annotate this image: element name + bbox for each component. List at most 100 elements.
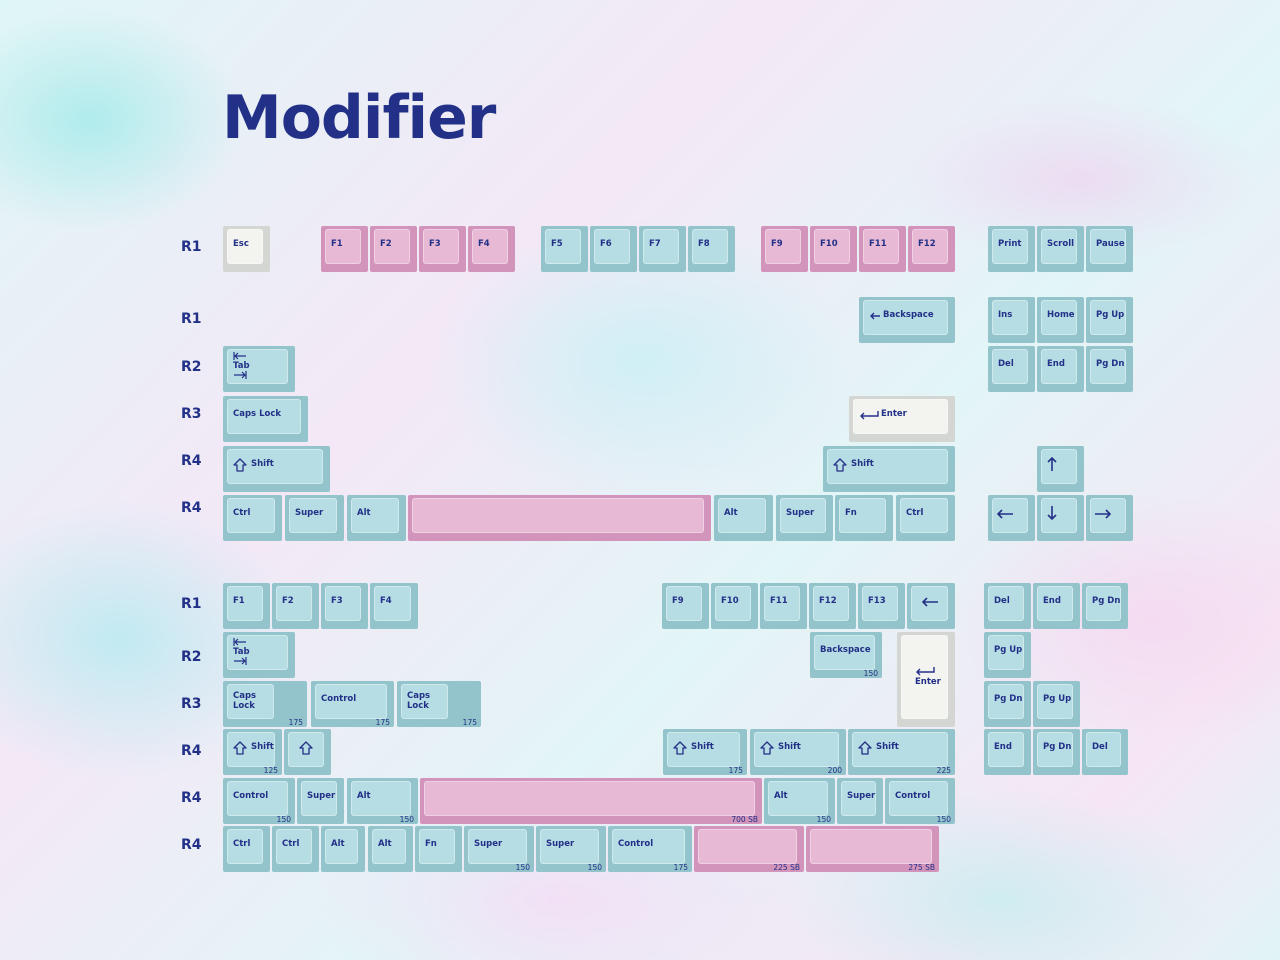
row-label: R4 [181, 500, 202, 516]
keycap-shift: Shift 200 [750, 729, 846, 775]
size-label: 150 [587, 863, 602, 872]
key-label: Enter [915, 677, 941, 687]
keycap-capslock: Caps Lock 175 [397, 681, 481, 727]
keycap-f11: F11 [859, 226, 906, 272]
key-label: Ctrl [233, 508, 251, 518]
key-label: F2 [282, 596, 294, 606]
size-label: 275 SB [908, 863, 935, 872]
key-label: Pg Dn [994, 694, 1023, 704]
key-label: Ctrl [906, 508, 924, 518]
key-label: Pg Dn [1096, 359, 1125, 369]
key-label: Tab [233, 647, 250, 657]
key-label: F3 [429, 239, 441, 249]
keycap-alt: Alt [321, 826, 365, 872]
key-label: Super [474, 839, 503, 849]
keycap-ins: Ins [988, 297, 1035, 343]
keycap-backspace-arrow [907, 583, 955, 629]
key-label: Shift [851, 459, 874, 469]
keycap-iso-enter: Enter [897, 632, 955, 727]
key-label: Control [618, 839, 654, 849]
keycap-f9: F9 [662, 583, 709, 629]
key-label: Enter [881, 409, 907, 419]
key-label: Del [994, 596, 1010, 606]
keycap-arrow-right [1086, 495, 1133, 541]
row-label: R1 [181, 239, 202, 255]
key-label: End [1047, 359, 1065, 369]
keycap-f1: F1 [223, 583, 270, 629]
backspace-arrow-icon [870, 312, 880, 320]
key-label: Alt [357, 791, 371, 801]
keycap-del: Del [988, 346, 1035, 392]
keycap-f11: F11 [760, 583, 807, 629]
row-label: R3 [181, 406, 202, 422]
keycap-alt: Alt 150 [347, 778, 418, 824]
tab-right-icon [234, 657, 247, 665]
keycap-fn: Fn [835, 495, 893, 541]
key-label: Fn [845, 508, 857, 518]
key-label: F11 [869, 239, 887, 249]
key-label: Control [895, 791, 931, 801]
tab-left-icon [233, 638, 246, 646]
keycap-control: Control 175 [608, 826, 692, 872]
row-label: R3 [181, 696, 202, 712]
enter-arrow-icon [916, 667, 935, 676]
keycap-pgup: Pg Up [1033, 681, 1080, 727]
key-label: Shift [251, 742, 274, 752]
key-label: Pg Up [1043, 694, 1072, 704]
keycap-control: Control 150 [223, 778, 295, 824]
keycap-pgdn: Pg Dn [1033, 729, 1080, 775]
size-label: 150 [936, 815, 951, 824]
key-label: Tab [233, 361, 250, 371]
keycap-capslock: Caps Lock 175 [223, 681, 307, 727]
keycap-f10: F10 [810, 226, 857, 272]
key-label: F11 [770, 596, 788, 606]
size-label: 175 [288, 718, 303, 727]
keycap-super-right: Super [776, 495, 833, 541]
keycap-ctrl: Ctrl [272, 826, 319, 872]
shift-arrow-icon [233, 458, 247, 472]
key-label: F4 [380, 596, 392, 606]
key-label: F9 [771, 239, 783, 249]
keycap-arrow-up [1037, 446, 1084, 492]
key-label: Alt [357, 508, 371, 518]
key-label: Pg Dn [1043, 742, 1072, 752]
keycap-f5: F5 [541, 226, 588, 272]
keycap-spacebar: 275 SB [806, 826, 939, 872]
size-label: 150 [863, 669, 878, 678]
key-label: Control [233, 791, 269, 801]
keycap-shift: Shift 225 [848, 729, 955, 775]
key-label: Alt [774, 791, 788, 801]
row-label: R2 [181, 649, 202, 665]
key-label: Control [321, 694, 357, 704]
size-label: 225 SB [773, 863, 800, 872]
arrow-up-icon [1047, 456, 1057, 471]
key-label: Alt [331, 839, 345, 849]
keycap-tab: Tab [223, 346, 295, 392]
key-label: F6 [600, 239, 612, 249]
key-label: Alt [724, 508, 738, 518]
key-label: F7 [649, 239, 661, 249]
keycap-f13: F13 [858, 583, 905, 629]
keycap-f4: F4 [370, 583, 418, 629]
size-label: 175 [673, 863, 688, 872]
keycap-alt: Alt 150 [764, 778, 835, 824]
size-label: 225 [936, 766, 951, 775]
keycap-ctrl-left: Ctrl [223, 495, 282, 541]
size-label: 200 [827, 766, 842, 775]
key-label: Del [998, 359, 1014, 369]
keycap-f12: F12 [908, 226, 955, 272]
keycap-pgdn: Pg Dn [1086, 346, 1133, 392]
keycap-super: Super [837, 778, 883, 824]
size-label: 175 [462, 718, 477, 727]
keycap-del: Del [1082, 729, 1128, 775]
keycap-spacebar [408, 495, 711, 541]
keycap-shift: Shift 125 [223, 729, 282, 775]
shift-arrow-icon [233, 741, 247, 755]
keycap-super-left: Super [285, 495, 344, 541]
key-label: Pg Dn [1092, 596, 1121, 606]
keycap-shift: Shift 175 [663, 729, 747, 775]
tab-right-icon [234, 371, 247, 379]
keycap-backspace: Backspace 150 [810, 632, 882, 678]
shift-arrow-icon [673, 741, 687, 755]
tab-left-icon [233, 352, 246, 360]
